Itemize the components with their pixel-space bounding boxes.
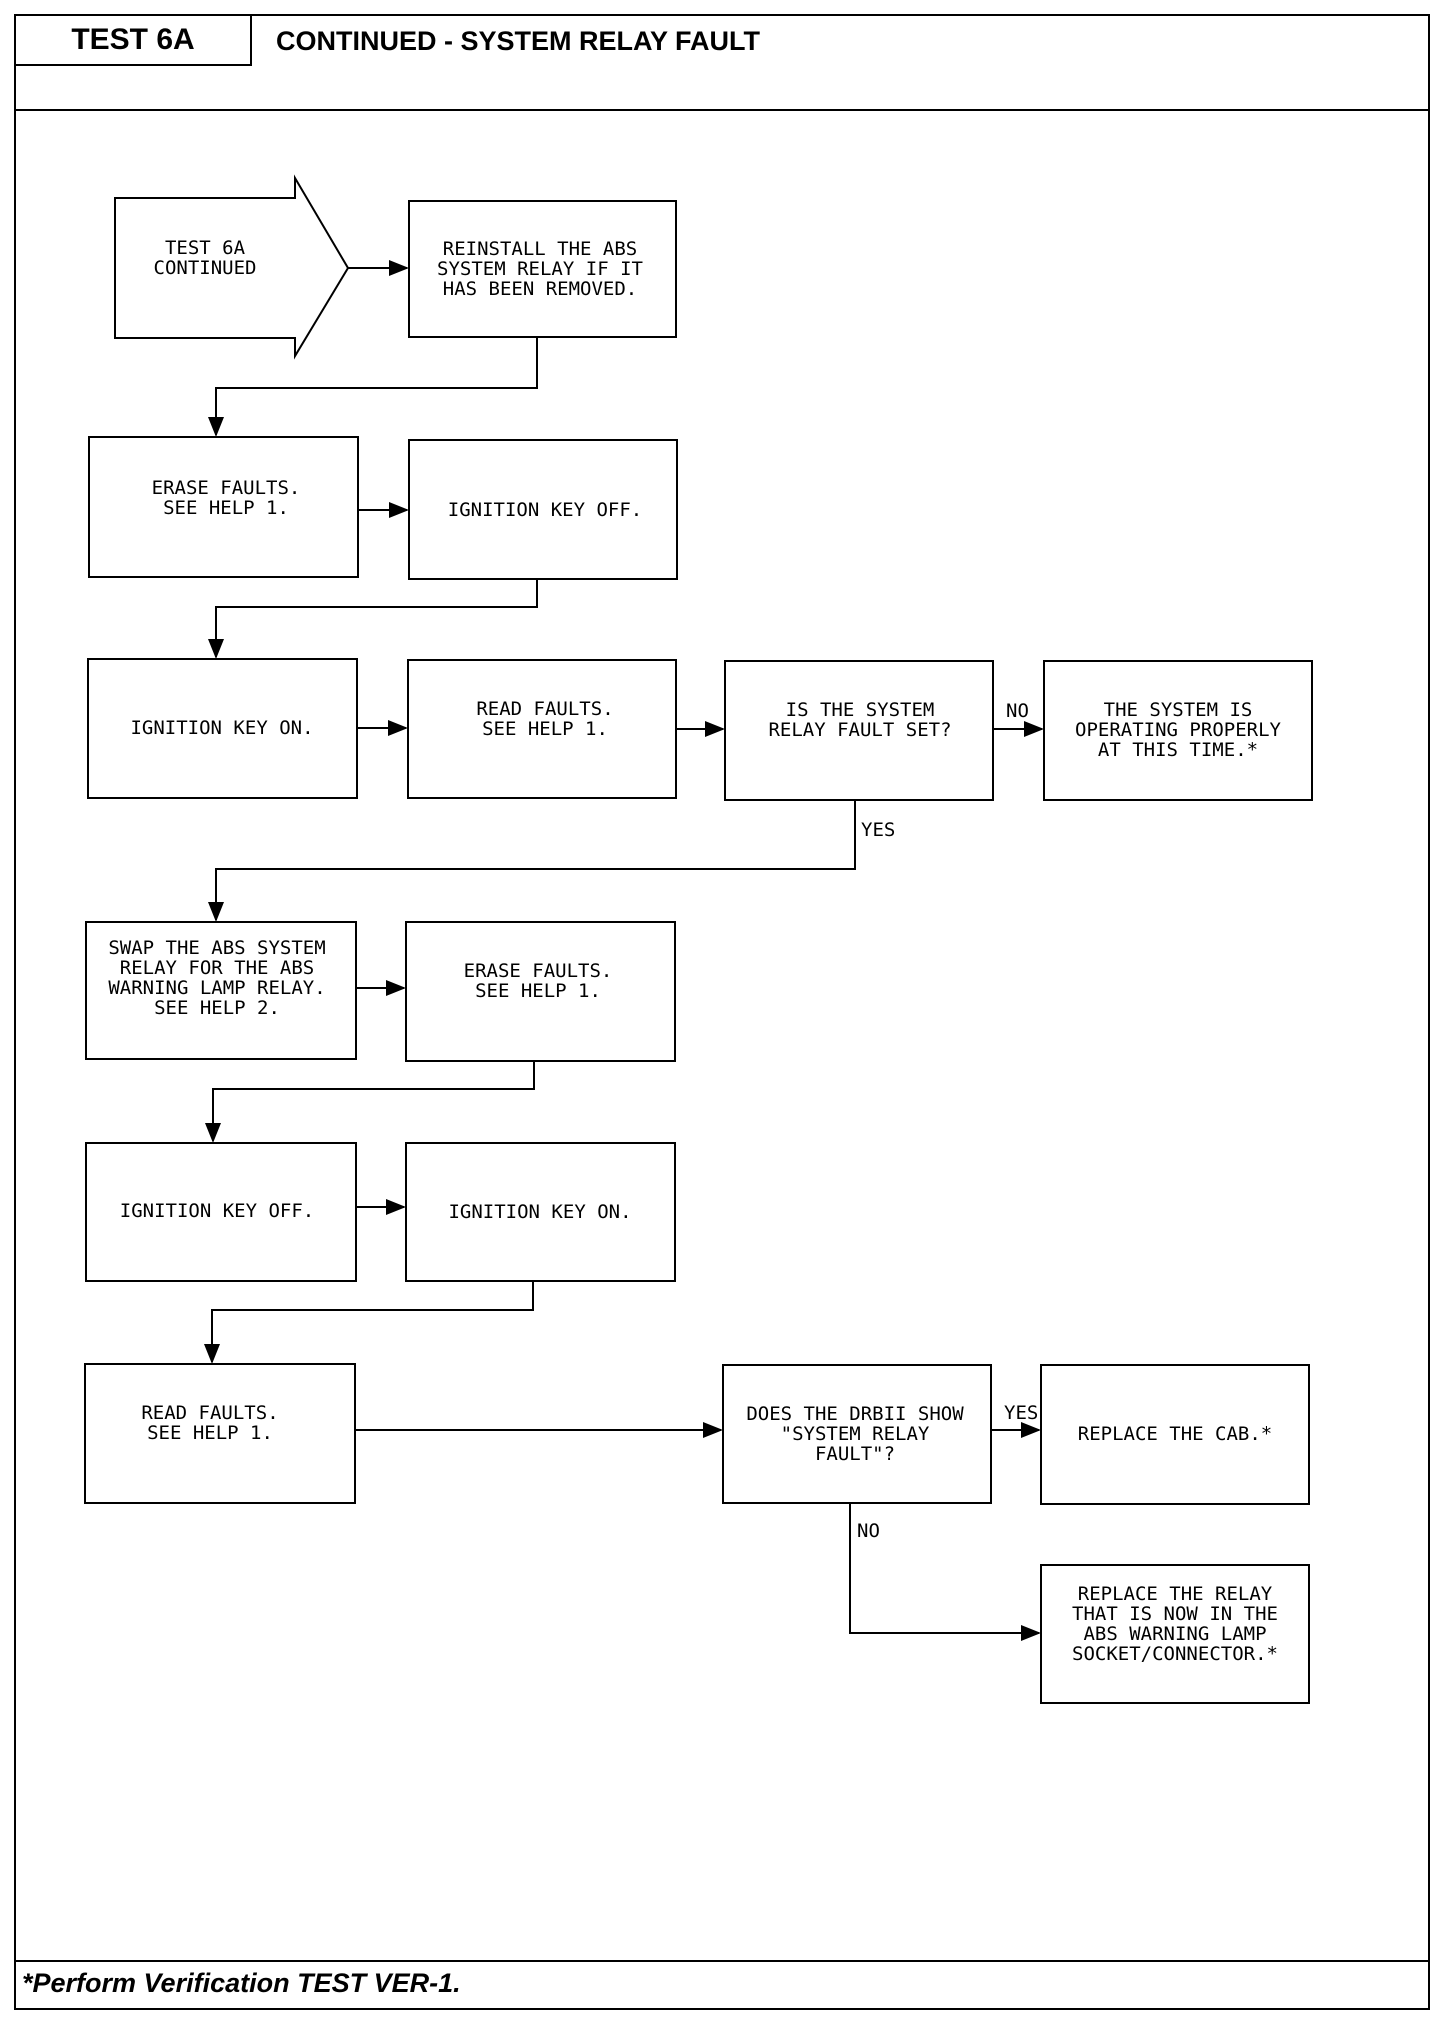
svg-text:READ FAULTS.SEE HELP 1.: READ FAULTS.SEE HELP 1. xyxy=(141,1402,278,1444)
step-text-line: SEE HELP 1. xyxy=(163,497,289,519)
page-title: CONTINUED - SYSTEM RELAY FAULT xyxy=(276,26,761,56)
step-text-line: CONTINUED xyxy=(154,257,257,279)
step-text-line: SOCKET/CONNECTOR.* xyxy=(1072,1643,1278,1665)
connector xyxy=(849,1503,1041,1641)
step-text-line: READ FAULTS. xyxy=(476,698,613,720)
step-text-line: IGNITION KEY ON. xyxy=(130,717,313,739)
step-text-line: DOES THE DRBII SHOW xyxy=(746,1403,964,1425)
svg-text:ERASE FAULTS.SEE HELP 1.: ERASE FAULTS.SEE HELP 1. xyxy=(152,477,301,519)
svg-text:IGNITION KEY ON.: IGNITION KEY ON. xyxy=(448,1201,631,1223)
footer-divider xyxy=(14,1960,1430,1962)
step-text-line: SWAP THE ABS SYSTEM xyxy=(108,937,325,959)
page-frame xyxy=(14,14,1430,2010)
connector xyxy=(208,580,538,659)
step-text-line: HAS BEEN REMOVED. xyxy=(443,278,637,300)
step-text-line: READ FAULTS. xyxy=(141,1402,278,1424)
test-label: TEST 6A xyxy=(16,16,252,66)
step-erase-faults-2: ERASE FAULTS.SEE HELP 1. xyxy=(405,921,676,1062)
step-text-line: ERASE FAULTS. xyxy=(464,960,613,982)
step-text-line: WARNING LAMP RELAY. xyxy=(108,977,325,999)
branch-label-yes: YES xyxy=(1004,1402,1038,1424)
step-text-line: RELAY FAULT SET? xyxy=(768,719,951,741)
step-text-line: SYSTEM RELAY IF IT xyxy=(437,258,643,280)
step-text-line: REPLACE THE CAB.* xyxy=(1078,1423,1272,1445)
step-ignition-on-1: IGNITION KEY ON. xyxy=(87,658,358,799)
svg-text:ERASE FAULTS.SEE HELP 1.: ERASE FAULTS.SEE HELP 1. xyxy=(464,960,613,1002)
step-text-line: IGNITION KEY OFF. xyxy=(120,1200,314,1222)
svg-text:IGNITION KEY OFF.: IGNITION KEY OFF. xyxy=(120,1200,314,1222)
step-text-line: FAULT"? xyxy=(815,1443,895,1465)
step-text-line: SEE HELP 1. xyxy=(475,980,601,1002)
step-text-line: THE SYSTEM IS xyxy=(1104,699,1253,721)
step-text-line: "SYSTEM RELAY xyxy=(781,1423,930,1445)
svg-text:REPLACE THE CAB.*: REPLACE THE CAB.* xyxy=(1078,1423,1272,1445)
svg-text:READ FAULTS.SEE HELP 1.: READ FAULTS.SEE HELP 1. xyxy=(476,698,613,740)
step-erase-faults-1: ERASE FAULTS.SEE HELP 1. xyxy=(88,436,359,578)
step-text-line: IGNITION KEY ON. xyxy=(448,1201,631,1223)
footer-note: *Perform Verification TEST VER-1. xyxy=(22,1968,461,1998)
step-text-line: TEST 6A xyxy=(165,237,246,259)
step-text-line: ERASE FAULTS. xyxy=(152,477,301,499)
step-text-line: OPERATING PROPERLY xyxy=(1075,719,1281,741)
step-text-line: SEE HELP 1. xyxy=(482,718,608,740)
step-read-faults-2: READ FAULTS.SEE HELP 1. xyxy=(84,1363,356,1504)
step-read-faults-1: READ FAULTS.SEE HELP 1. xyxy=(407,659,677,799)
connector xyxy=(208,338,538,437)
step-text-line: IGNITION KEY OFF. xyxy=(448,499,642,521)
header-divider xyxy=(14,109,1430,111)
step-ignition-on-2: IGNITION KEY ON. xyxy=(405,1142,676,1282)
step-text-line: SEE HELP 2. xyxy=(154,997,280,1019)
step-text-line: AT THIS TIME.* xyxy=(1098,739,1258,761)
step-text-line: RELAY FOR THE ABS xyxy=(120,957,314,979)
step-text-line: SEE HELP 1. xyxy=(147,1422,273,1444)
step-ignition-off-1: IGNITION KEY OFF. xyxy=(408,439,678,580)
branch-label-yes: YES xyxy=(861,819,895,841)
connector xyxy=(208,800,856,922)
connector xyxy=(205,1061,535,1143)
step-text-line: THAT IS NOW IN THE xyxy=(1072,1603,1278,1625)
branch-label-no: NO xyxy=(857,1520,880,1542)
step-text-line: REPLACE THE RELAY xyxy=(1078,1583,1273,1605)
connector xyxy=(204,1281,534,1364)
step-ignition-off-2: IGNITION KEY OFF. xyxy=(85,1142,357,1282)
step-text-line: REINSTALL THE ABS xyxy=(443,238,637,260)
branch-label-no: NO xyxy=(1006,700,1029,722)
result-replace-cab: REPLACE THE CAB.* xyxy=(1040,1364,1310,1505)
step-text-line: ABS WARNING LAMP xyxy=(1083,1623,1266,1645)
step-text-line: IS THE SYSTEM xyxy=(786,699,935,721)
svg-text:IGNITION KEY OFF.: IGNITION KEY OFF. xyxy=(448,499,642,521)
svg-text:IGNITION KEY ON.: IGNITION KEY ON. xyxy=(130,717,313,739)
